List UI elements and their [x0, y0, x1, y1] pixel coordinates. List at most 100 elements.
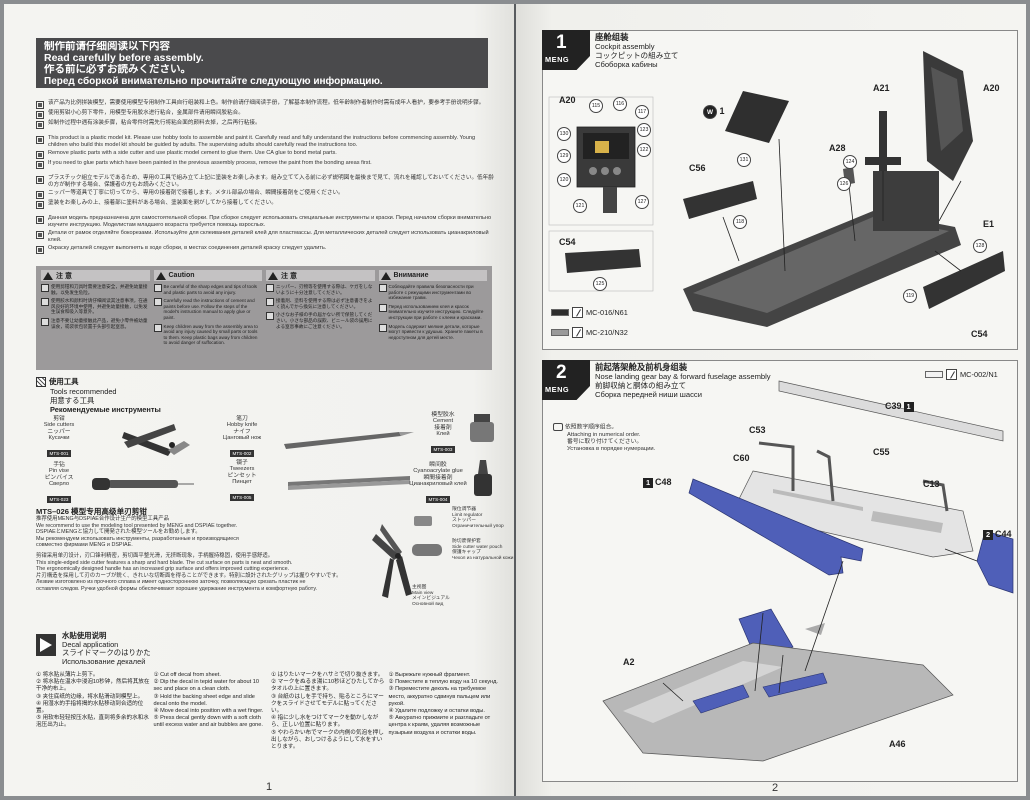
decal-col-en: ① Cut off decal from sheet. ② Dip the de… — [153, 672, 264, 729]
decal-instructions: ① 将水贴从薄片上剪下。 ② 将水贴在温水中浸泡10秒钟，然后将其放在干净的布上… — [36, 672, 502, 751]
callout-128: 128 — [973, 239, 987, 253]
cement-bottle-icon — [470, 414, 494, 442]
paint-swatch — [925, 371, 943, 378]
hand-icon — [553, 423, 563, 431]
tool-hobby-knife: 笔刀 Hobby knife ナイフ Цанговый нож MTS-002 — [222, 416, 262, 457]
callout-115: 115 — [589, 99, 603, 113]
cockpit-assembly-drawing — [548, 51, 1005, 327]
callout-126: 126 — [837, 177, 851, 191]
callout-131: 131 — [737, 153, 751, 167]
caution-box: 注 意 使用剪钳和刀具时需要注意安全，并避免幼童接触。以免发生危险。 使用胶水和… — [36, 266, 492, 370]
part-c39 — [778, 380, 1004, 442]
label-a28: A28 — [829, 143, 846, 153]
bullet-icon — [36, 121, 44, 129]
meng-logo: MENG — [545, 55, 570, 64]
tools-header: 使用工具 Tools recommended 用意する工具 Рекомендуе… — [36, 377, 161, 414]
step2-badge: 2 MENG — [542, 360, 590, 400]
note-item: Окраску деталей следует выполнять в ходе… — [36, 245, 494, 254]
note-item: ニッパー等道具で丁寧に切ってから、専用の接着剤で接着します。メタル部品の場合、瞬… — [36, 190, 494, 199]
no-sign-icon — [378, 323, 387, 332]
callout-120: 120 — [557, 173, 571, 187]
note-item: If you need to glue parts which have bee… — [36, 160, 494, 169]
header-en: Read carefully before assembly. — [44, 52, 204, 64]
part-w1 — [725, 91, 789, 143]
brush-icon — [572, 327, 583, 338]
callout-122: 122 — [637, 143, 651, 157]
caution-column-en: Caution Be careful of the sharp edges an… — [153, 270, 262, 366]
paint-legend-1: MC-016/N61 — [551, 307, 628, 318]
label-w1: W 1 — [703, 105, 725, 119]
label-c54: C54 — [971, 329, 988, 339]
cutter-cover-label: 防切废保护套 Side cutter water pouch 保護キャップ Че… — [452, 539, 514, 561]
label-c54-inset: C54 — [559, 237, 576, 247]
part-a21-stick — [879, 111, 887, 171]
pin-vise-icon — [92, 478, 194, 490]
mts026-cutter-icon — [372, 516, 442, 598]
paint-swatch — [551, 329, 569, 336]
note-item: Детали от рамок отделяйте бокорезами. Ис… — [36, 230, 494, 244]
part-e1 — [873, 171, 939, 231]
decal-header: 水贴使用说明 Decal application スライドマークのはりかた Ис… — [36, 631, 151, 666]
step2-panel: 2 MENG 前起落架舱及前机身组装 Nose landing gear bay… — [542, 360, 1018, 782]
no-sign-icon — [266, 284, 274, 292]
part-c54 — [923, 251, 1005, 309]
main-view-label: 主视图 Main view メインビジュアル Основной вид — [412, 585, 450, 607]
step1-title: 座舱组装 Cockpit assembly コックピットの組み立て Сбобор… — [595, 32, 679, 70]
bullet-icon — [36, 216, 44, 224]
no-sign-icon — [378, 303, 387, 312]
label-c55: C55 — [873, 447, 890, 457]
warning-icon — [43, 271, 53, 280]
step1-panel: 1 MENG 座舱组装 Cockpit assembly コックピットの組み立て… — [542, 30, 1018, 350]
header-jp: 作る前に必ずお読みください。 — [44, 64, 191, 75]
no-sign-icon — [153, 323, 162, 332]
label-a21: A21 — [873, 83, 890, 93]
header-cn: 制作前请仔细阅读以下内容 — [44, 41, 170, 52]
label-c13: C13 — [923, 479, 940, 489]
paint-legend-step2: MC-002/N1 — [925, 369, 998, 380]
no-sign-icon — [266, 298, 274, 307]
callout-117: 117 — [635, 105, 649, 119]
paint-legend-2: MC-210/N32 — [551, 327, 628, 338]
no-sign-icon — [153, 284, 162, 292]
tweezers-icon — [288, 476, 410, 490]
tool-pin-vise: 手钻 Pin vise ピンバイス Сверло MTS-023 — [44, 462, 74, 503]
no-sign-icon — [266, 312, 274, 321]
limit-regulator-label: 限位调节器 Limit regulator ストッパー Ограничитель… — [452, 507, 504, 529]
label-c60: C60 — [733, 453, 750, 463]
part-c56 — [683, 181, 757, 219]
note-item: プラスチック組立モデルであるため、専用の工具で組み立て上記に塗装をお楽しみます。… — [36, 175, 494, 189]
warning-icon — [155, 271, 166, 280]
tool-side-cutters: 剪钳 Side cutters ニッパー Кусачки MTS-001 — [43, 416, 75, 457]
callout-121: 121 — [573, 199, 587, 213]
manual-spread: 制作前请仔细阅读以下内容 Read carefully before assem… — [4, 4, 1026, 796]
no-sign-icon — [41, 317, 49, 326]
page-right: 1 MENG 座舱组装 Cockpit assembly コックピットの組み立て… — [516, 4, 1026, 796]
note-item: 塗装をお楽しみの上、接着部に塗料がある場合、塗装面を剥がしてから接着してください… — [36, 200, 494, 209]
note-item: 该产品为比例拼装模型，需要使用模型专用制作工具自行组装和上色。制作前请仔细阅读手… — [36, 100, 494, 109]
label-c56: C56 — [689, 163, 706, 173]
warning-icon — [268, 271, 278, 280]
forward-fuselage-drawing — [602, 380, 1014, 762]
callout-124: 124 — [843, 155, 857, 169]
bullet-icon — [36, 201, 44, 209]
no-sign-icon — [153, 298, 162, 307]
label-a2: A2 — [623, 657, 635, 667]
bullet-icon — [36, 176, 44, 184]
caution-column-cn: 注 意 使用剪钳和刀具时需要注意安全，并避免幼童接触。以免发生危险。 使用胶水和… — [41, 270, 150, 366]
page-left: 制作前请仔细阅读以下内容 Read carefully before assem… — [4, 4, 514, 796]
tool-ca-glue: 瞬间胶 Cyanoacrylate glue 瞬間接着剤 Цианакрилов… — [409, 462, 467, 503]
assembly-direction-arrow — [805, 623, 825, 635]
hobby-knife-icon — [284, 432, 414, 449]
label-c53: C53 — [749, 425, 766, 435]
bullet-icon — [36, 101, 44, 109]
label-a46: A46 — [889, 739, 906, 749]
paint-swatch — [551, 309, 569, 316]
caution-column-ru: Внимание Соблюдайте правила безопасности… — [378, 270, 487, 366]
bullet-icon — [36, 191, 44, 199]
bullet-icon — [36, 231, 44, 239]
label-a20: A20 — [983, 83, 1000, 93]
step1-badge: 1 MENG — [542, 30, 590, 70]
